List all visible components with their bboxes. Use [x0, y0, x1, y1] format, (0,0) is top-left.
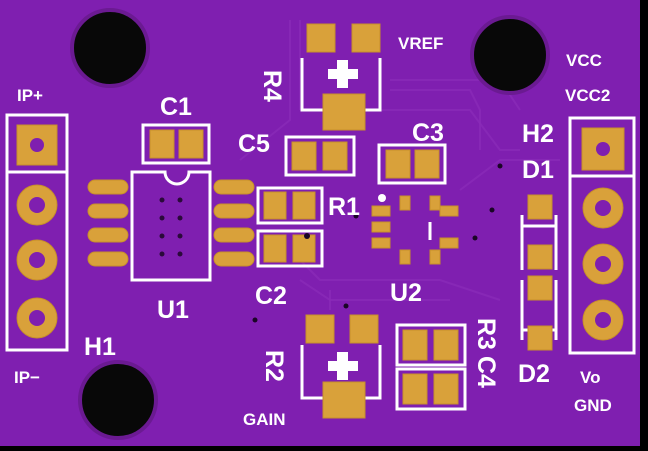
c3-pad-1	[385, 149, 411, 179]
label-vcc: VCC	[566, 51, 602, 70]
c4-pad-1	[402, 373, 428, 405]
r3-pad-2	[433, 329, 459, 361]
label-r1: R1	[328, 193, 360, 221]
d1-pad-1	[527, 194, 553, 220]
diode-d1	[520, 194, 558, 270]
capacitor-c2	[256, 186, 324, 268]
label-vcc2: VCC2	[565, 86, 610, 105]
label-c1: C1	[160, 93, 192, 121]
capacitor-c3	[377, 143, 447, 185]
c5-pad-2	[322, 141, 348, 171]
label-d1: D1	[522, 156, 554, 184]
label-r3: R3	[472, 318, 500, 350]
diode-d2	[520, 275, 558, 351]
c3-pad-2	[414, 149, 440, 179]
label-c5: C5	[238, 130, 270, 158]
label-h2: H2	[522, 120, 554, 148]
d2-pad-2	[527, 325, 553, 351]
c2-bot-pad-1	[263, 234, 287, 263]
label-d2: D2	[518, 360, 550, 388]
label-c4: C4	[472, 356, 500, 388]
c2-top-pad-2	[292, 191, 316, 220]
c1-pad-2	[178, 129, 204, 159]
mounting-holes	[70, 8, 550, 440]
label-c2: C2	[255, 282, 287, 310]
c5-pad-1	[291, 141, 317, 171]
vias	[252, 163, 503, 323]
label-c3: C3	[412, 119, 444, 147]
u1-pad-l1	[87, 179, 129, 195]
label-r4: R4	[258, 70, 286, 102]
u1-pad-r3	[213, 227, 255, 243]
u1-pad-l3	[87, 227, 129, 243]
r2-pad-top-1	[305, 314, 335, 344]
label-vo: Vo	[580, 368, 600, 387]
d1-pad-2	[527, 244, 553, 270]
header-h1	[5, 113, 69, 352]
r4-pad-top-1	[306, 23, 336, 53]
u1-pad-r1	[213, 179, 255, 195]
c2-bot-pad-2	[292, 234, 316, 263]
label-u2: U2	[390, 279, 422, 307]
r4-pad-bottom	[322, 93, 366, 131]
d2-pad-1	[527, 275, 553, 301]
header-h2	[568, 116, 636, 355]
r4-pad-top-2	[351, 23, 381, 53]
capacitor-c5	[284, 135, 356, 177]
label-ip-plus: IP+	[17, 86, 43, 105]
u1-pad-r4	[213, 251, 255, 267]
label-h1: H1	[84, 333, 116, 361]
copper-traces	[239, 20, 560, 310]
r2-pad-bottom	[322, 381, 366, 419]
mounting-hole-top-right	[470, 15, 550, 95]
resistor-r3-capacitor-c4	[395, 323, 467, 411]
c4-pad-2	[433, 373, 459, 405]
r3-pad-1	[402, 329, 428, 361]
u1-pad-r2	[213, 203, 255, 219]
r2-pad-top-2	[349, 314, 379, 344]
c2-top-pad-1	[263, 191, 287, 220]
capacitor-c1	[141, 123, 211, 165]
label-u1: U1	[157, 296, 189, 324]
chip-u1	[87, 170, 255, 282]
u1-pad-l4	[87, 251, 129, 267]
label-vref: VREF	[398, 34, 443, 53]
u1-pad-l2	[87, 203, 129, 219]
label-gnd: GND	[574, 396, 612, 415]
trimmer-r4	[300, 23, 382, 131]
label-gain: GAIN	[243, 410, 286, 429]
chip-u2	[371, 194, 459, 265]
mounting-hole-top-left	[70, 8, 150, 88]
label-r2: R2	[260, 350, 288, 382]
trimmer-r2	[300, 314, 382, 419]
mounting-hole-bottom-left	[78, 360, 158, 440]
label-ip-minus: IP−	[14, 368, 40, 387]
c1-pad-1	[149, 129, 175, 159]
